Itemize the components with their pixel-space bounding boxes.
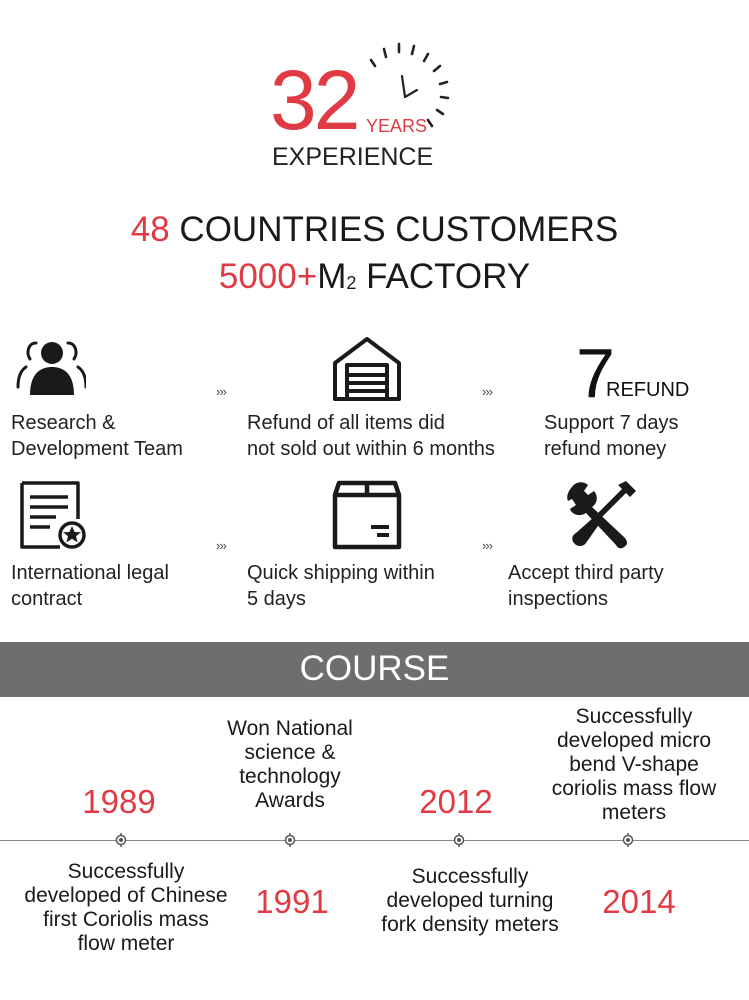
timeline-node-1989: [115, 833, 127, 847]
year-2012: 2012: [419, 783, 493, 820]
year-1989: 1989: [82, 783, 156, 820]
factory-unit-sup: 2: [346, 273, 357, 293]
course-band: [0, 642, 749, 697]
timeline-node-2012: [453, 833, 465, 847]
experience-label: EXPERIENCE: [272, 143, 434, 171]
event-1991-text: Won National science & technology Awards: [227, 717, 353, 812]
factory-unit: M: [317, 257, 347, 296]
countries-label: COUNTRIES CUSTOMERS: [169, 210, 619, 249]
contract-icon: [20, 481, 86, 549]
feature-2-text: Refund of all items did not sold out wit…: [247, 412, 495, 460]
event-2014-text: Successfully developed micro bend V-shap…: [551, 705, 717, 824]
timeline-line: [0, 840, 749, 841]
feature-6-text: Accept third party inspections: [508, 562, 664, 610]
factory-number: 5000+: [218, 257, 318, 296]
feature-4-text: International legal contract: [11, 562, 169, 610]
tools-icon: [567, 481, 636, 549]
warehouse-icon: [333, 337, 401, 401]
year-2014: 2014: [602, 883, 676, 920]
year-1991: 1991: [255, 883, 329, 920]
factory-headline: 5000+M2 FACTORY: [0, 256, 749, 298]
years-label: YEARS: [366, 116, 428, 136]
arrow-4: ›››: [482, 538, 493, 553]
box-icon: [332, 480, 402, 550]
course-title: COURSE: [299, 649, 450, 688]
feature-5-text: Quick shipping within 5 days: [247, 562, 435, 610]
event-2012-text: Successfully developed turning fork dens…: [381, 865, 559, 936]
refund-7-icon: 7: [576, 334, 615, 412]
factory-label: FACTORY: [356, 257, 531, 296]
countries-headline: 48 COUNTRIES CUSTOMERS: [0, 209, 749, 251]
feature-1-text: Research & Development Team: [11, 412, 183, 460]
timeline-node-2014: [622, 833, 634, 847]
event-1989-text: Successfully developed of Chinese first …: [24, 860, 228, 955]
arrow-2: ›››: [482, 384, 493, 399]
arrow-3: ›››: [216, 538, 227, 553]
years-number: 32: [270, 53, 360, 147]
feature-3-text: Support 7 days refund money: [544, 412, 679, 460]
refund-label: REFUND: [606, 379, 690, 401]
countries-number: 48: [130, 210, 170, 249]
timeline-node-1991: [284, 833, 296, 847]
clock-icon: [369, 42, 450, 128]
arrow-1: ›››: [216, 384, 227, 399]
team-icon: [16, 341, 86, 395]
